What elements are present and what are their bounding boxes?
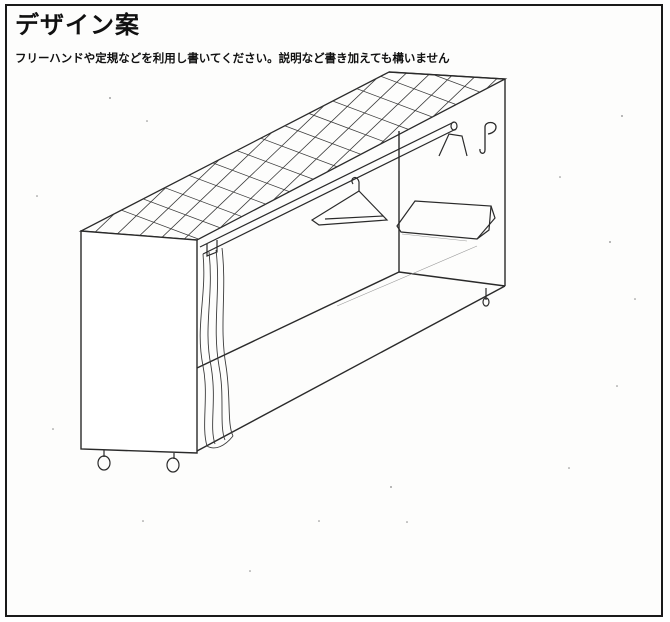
reflection-lines bbox=[336, 233, 478, 307]
hanger-sketch bbox=[310, 176, 389, 226]
form-instructions: フリーハンドや定規などを利用し書いてください。説明など書き加えても構いません bbox=[15, 51, 450, 65]
paper-specks bbox=[36, 97, 636, 572]
quilted-top-panel bbox=[78, 71, 508, 241]
hook-sketch bbox=[479, 121, 497, 154]
bag-sketch bbox=[396, 133, 496, 240]
curtain-sketch bbox=[199, 247, 234, 449]
design-form-sheet: デザイン案 フリーハンドや定規などを利用し書いてください。説明など書き加えても構… bbox=[5, 4, 663, 617]
cabinet-body bbox=[80, 71, 506, 454]
furniture-sketch bbox=[36, 71, 636, 572]
caster-wheels bbox=[97, 288, 490, 473]
form-title: デザイン案 bbox=[15, 11, 140, 39]
hanging-rail bbox=[199, 121, 458, 257]
